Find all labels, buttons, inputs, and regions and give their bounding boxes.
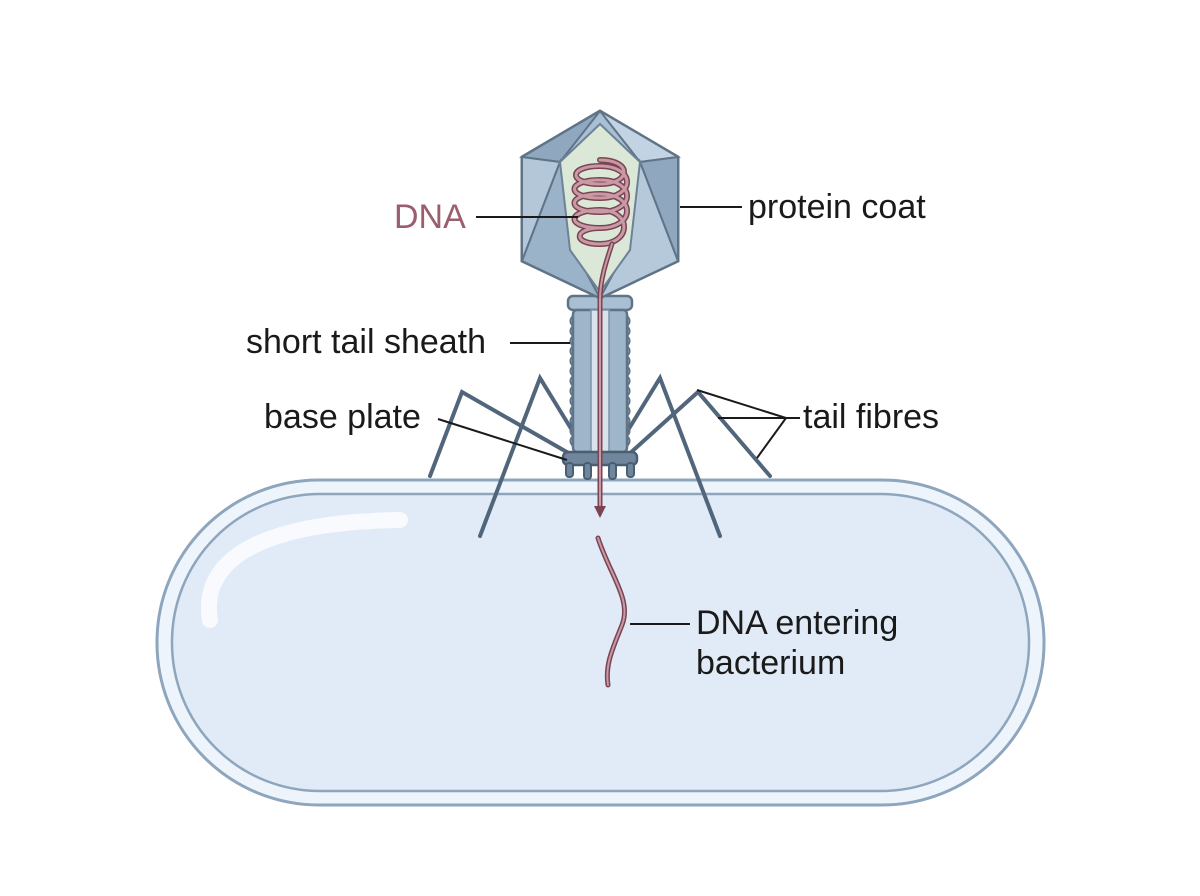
- tail-sheath-ridges-left: [569, 315, 575, 447]
- dna-strand: [571, 157, 630, 518]
- label-dna: DNA: [394, 198, 466, 236]
- base-plate-pins: [565, 462, 635, 480]
- dna-in-bacterium: [595, 535, 627, 688]
- base-plate-pin: [565, 462, 574, 478]
- phage-head: [518, 109, 682, 301]
- base-plate-pin: [626, 462, 635, 478]
- dna-through-tail-highlight: [599, 243, 613, 506]
- label-dna-entering-line1: DNA entering: [696, 604, 899, 642]
- bacterium-highlight: [200, 512, 408, 628]
- base-plate-pin: [608, 462, 617, 480]
- tail-fibre-right-outer: [626, 389, 772, 478]
- label-protein-coat: protein coat: [748, 188, 926, 226]
- leader-tail-fibres-branch-lower: [756, 417, 787, 459]
- label-tail-fibres: tail fibres: [803, 398, 940, 436]
- leader-base-plate: [437, 418, 568, 461]
- label-dna-entering-line2: bacterium: [696, 644, 846, 682]
- label-base-plate: base plate: [264, 398, 421, 436]
- tail-sheath-ridges-right: [625, 315, 631, 447]
- tail-fibres: [428, 373, 772, 538]
- tail-fibre-left-inner: [478, 373, 580, 538]
- tail-fibre-left-outer: [428, 389, 574, 478]
- dna-coil-highlight: [573, 158, 629, 246]
- dna-in-bacterium-highlight: [597, 537, 626, 686]
- leader-lines: [437, 206, 800, 625]
- label-short-tail-sheath: short tail sheath: [246, 323, 487, 361]
- leader-tail-fibres-branch-upper: [696, 389, 787, 419]
- bacterium: [155, 478, 1046, 807]
- base-plate-pin: [583, 462, 592, 480]
- tail-fibre-right-inner: [620, 373, 722, 538]
